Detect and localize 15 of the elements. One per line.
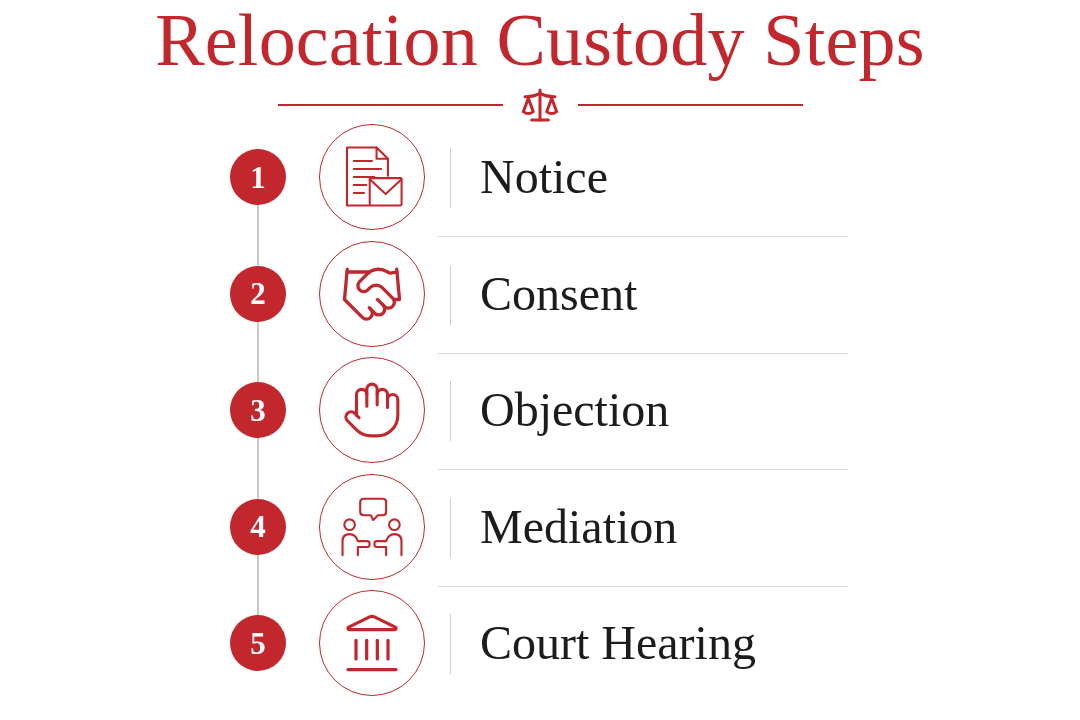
step-label: Consent: [480, 267, 638, 320]
step-label: Mediation: [480, 500, 678, 553]
step-label: Court Hearing: [480, 617, 756, 669]
step-label: Notice: [480, 151, 608, 203]
step-number-marker: 2: [230, 265, 286, 322]
connector-line: [257, 320, 259, 383]
connector-line: [257, 204, 259, 267]
title: Relocation Custody Steps: [155, 0, 925, 80]
connector-line: [257, 437, 259, 500]
step-number-marker: 1: [230, 149, 286, 205]
connector-line: [257, 553, 259, 616]
step-label: Objection: [480, 384, 670, 436]
step-number-marker: 4: [230, 498, 286, 555]
step-number-marker: 5: [230, 615, 286, 671]
step-number-marker: 3: [230, 382, 286, 438]
